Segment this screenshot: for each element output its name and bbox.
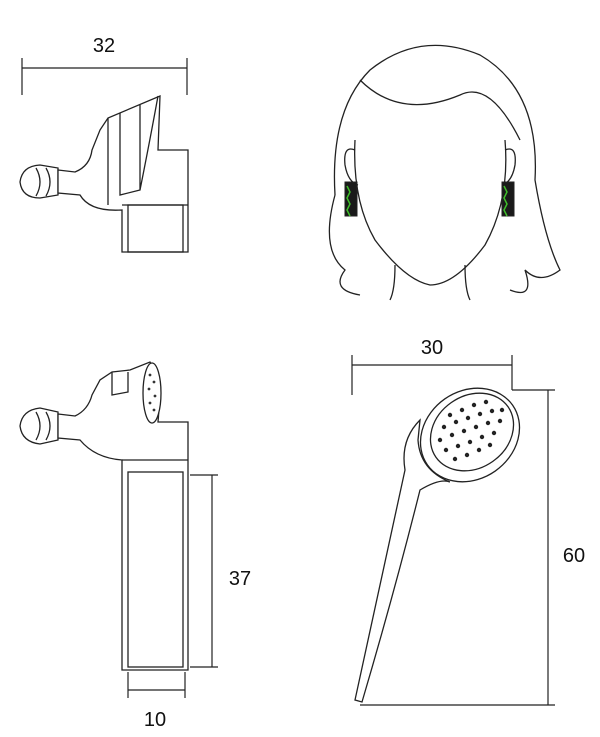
earbud-body	[57, 95, 189, 253]
grille-holes	[437, 399, 505, 462]
earbud-side-view-top	[19, 58, 189, 253]
ear-tip	[19, 164, 59, 199]
dimension-label-37: 37	[229, 568, 251, 590]
dimension-label-10: 10	[144, 709, 166, 731]
earbud-stem-body	[57, 361, 189, 671]
earbud-stem-view	[19, 361, 218, 698]
face-outline	[354, 139, 507, 286]
dimension-label-60: 60	[563, 545, 585, 567]
ear-tip	[19, 407, 59, 445]
earring-piece-view	[351, 355, 555, 706]
earring-head	[419, 387, 521, 483]
hair-outline	[333, 44, 561, 294]
earring-stem	[354, 418, 451, 703]
dimension-label-30: 30	[421, 337, 443, 359]
dimension-label-32: 32	[93, 35, 115, 57]
head-illustration	[328, 44, 561, 301]
speaker-grille	[142, 362, 162, 424]
